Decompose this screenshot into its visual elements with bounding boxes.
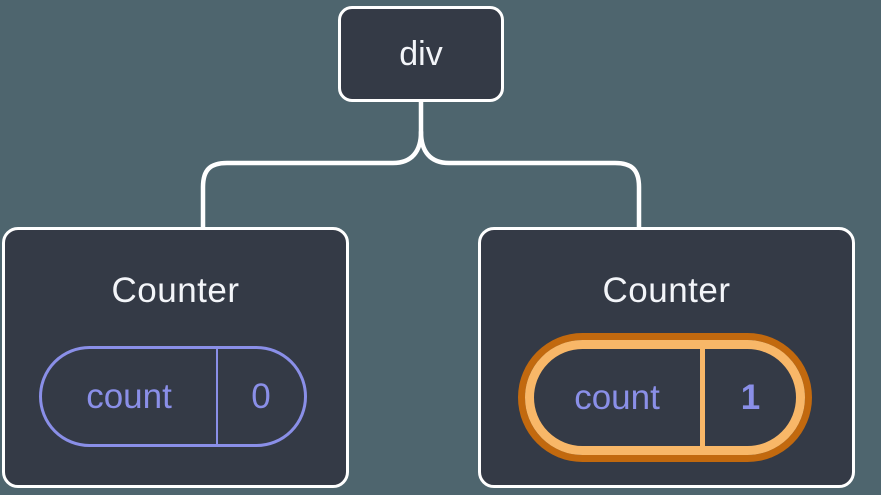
component-title: Counter — [111, 271, 240, 310]
component-title: Counter — [602, 271, 731, 310]
state-key-label: count — [86, 376, 172, 416]
state-value: 1 — [740, 377, 761, 417]
connector-right-branch — [418, 129, 642, 232]
pill-divider — [700, 349, 705, 446]
state-pill-count-1-highlighted: count 1 — [525, 340, 805, 455]
connector-left-branch — [200, 98, 424, 232]
state-value: 0 — [251, 376, 271, 416]
counter-card-right: Counter count 1 — [478, 227, 855, 488]
root-node-div: div — [338, 6, 504, 102]
counter-card-left: Counter count 0 — [2, 227, 349, 488]
state-key-label: count — [574, 377, 660, 417]
pill-divider — [216, 349, 218, 444]
root-node-label: div — [399, 34, 443, 73]
state-pill-count-0: count 0 — [39, 346, 307, 447]
